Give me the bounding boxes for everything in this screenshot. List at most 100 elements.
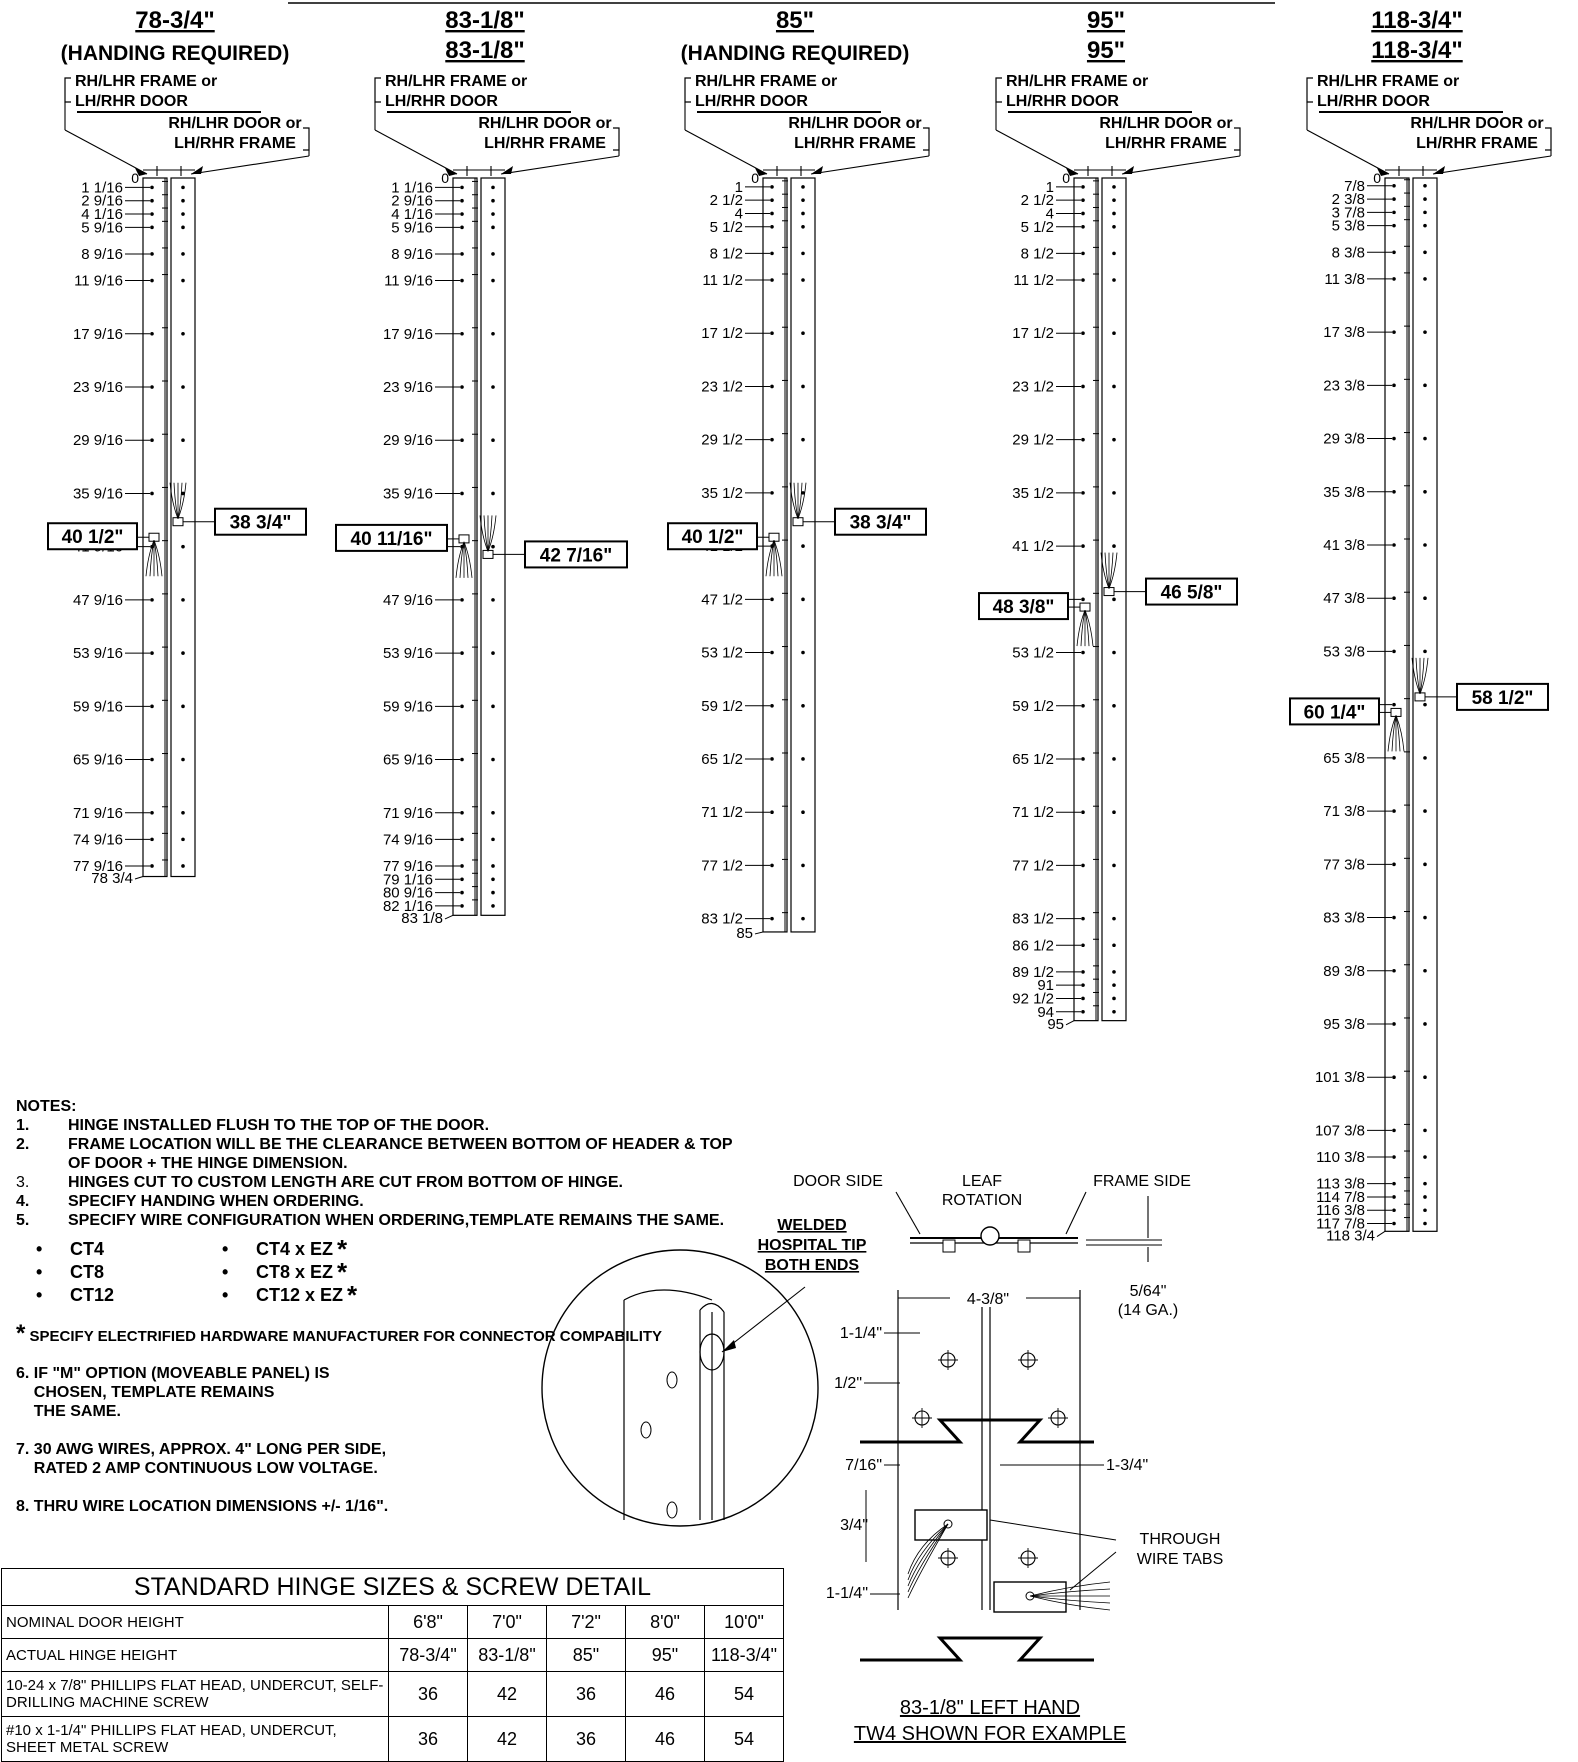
screw-hole — [1392, 543, 1396, 547]
note-number: 5. — [16, 1212, 30, 1229]
screw-dimension: 17 1/2 — [701, 325, 743, 342]
frame-label: RH/LHR FRAME or — [1006, 73, 1148, 90]
screw-hole — [1392, 1181, 1396, 1186]
screw-hole — [801, 331, 805, 336]
screw-dimension: 7/8 — [1344, 178, 1365, 195]
asterisk-icon: * — [337, 1257, 348, 1287]
screw-hole — [491, 890, 495, 895]
screw-dimension: 77 1/2 — [701, 857, 743, 874]
screw-dimension: 65 9/16 — [383, 752, 433, 769]
screw-hole — [150, 704, 154, 709]
screw-hole — [150, 438, 154, 443]
screw-dimension: 5 1/2 — [1021, 219, 1054, 236]
line — [989, 1519, 1117, 1541]
screw-hole — [1423, 809, 1427, 813]
screw-dimension: 91 — [1037, 977, 1054, 994]
screw-hole — [1423, 250, 1427, 255]
screw-hole — [1081, 198, 1085, 202]
model-bullets: •CT4•CT4 x EZ*•CT8•CT8 x EZ*•CT12•CT12 x… — [36, 1236, 736, 1308]
screw-dimension: 5 3/8 — [1332, 218, 1365, 235]
screw-hole — [181, 837, 185, 842]
detail-caption-2: TW4 SHOWN FOR EXAMPLE — [854, 1723, 1126, 1745]
screw-hole — [1112, 544, 1116, 548]
table-cell: 46 — [625, 1671, 705, 1717]
screw-hole — [181, 331, 185, 336]
screw-dimension: 1 1/16 — [81, 179, 123, 196]
screw-hole — [801, 544, 805, 548]
screw-dimension: 53 9/16 — [73, 645, 123, 662]
table-cell: 54 — [704, 1671, 784, 1717]
screw-dimension: 29 3/8 — [1323, 431, 1365, 448]
screw-hole — [1392, 383, 1396, 388]
screw-hole — [150, 598, 154, 602]
door-label: RH/LHR DOOR or — [168, 115, 301, 132]
screw-dimension: 11 1/2 — [702, 272, 743, 289]
table-cell: 54 — [704, 1716, 784, 1762]
screw-hole — [150, 278, 154, 283]
screw-hole — [1112, 916, 1116, 921]
screw-hole — [181, 491, 185, 496]
frame-label: RH/LHR FRAME or — [385, 73, 527, 90]
screw-hole — [1081, 437, 1085, 442]
line — [190, 155, 310, 175]
screw-dimension: 74 9/16 — [73, 831, 123, 848]
screw-hole — [491, 704, 495, 709]
screw-dimension: 83 3/8 — [1323, 910, 1365, 927]
screw-hole — [181, 212, 185, 216]
screw-hole — [1423, 543, 1427, 547]
screw-dimension: 4 — [735, 205, 743, 222]
line — [721, 1286, 806, 1353]
screw-dimension: 59 1/2 — [701, 698, 743, 715]
screw-hole — [181, 278, 185, 283]
screw-dimension: 29 1/2 — [701, 432, 743, 449]
model-name-ez: CT4 x EZ — [256, 1239, 334, 1259]
screw-dimension: 65 9/16 — [73, 752, 123, 769]
screw-hole — [491, 225, 495, 230]
note-number: 4. — [16, 1193, 30, 1210]
bottom-dimension: 95 — [1047, 1016, 1064, 1033]
screw-dimension: 4 1/16 — [81, 206, 123, 223]
top-zero-label: 0 — [441, 170, 449, 186]
frame-side-label: FRAME SIDE — [1093, 1173, 1191, 1190]
line — [995, 129, 1079, 175]
screw-dimension: 77 1/2 — [1012, 857, 1054, 874]
dim-1-1-4: 1-1/4" — [840, 1325, 882, 1342]
hinge-column-78-3-4: 78-3/4"(HANDING REQUIRED)RH/LHR FRAME or… — [47, 7, 310, 887]
screw-hole — [1392, 223, 1396, 228]
screw-hole — [1392, 1022, 1396, 1026]
table-cell: 78-3/4" — [388, 1638, 468, 1672]
dim-7-16: 7/16" — [845, 1457, 882, 1474]
screw-dimension: 95 3/8 — [1323, 1016, 1365, 1033]
screw-dimension: 4 1/16 — [391, 206, 433, 223]
dim-1-2: 1/2" — [834, 1375, 862, 1392]
screw-hole — [801, 650, 805, 655]
screw-hole — [1423, 330, 1427, 334]
table-cell: 95" — [625, 1638, 705, 1672]
screw-hole — [491, 331, 495, 336]
screw-hole — [1112, 1009, 1116, 1014]
note-item: 2.FRAME LOCATION WILL BE THE CLEARANCE B… — [16, 1135, 736, 1173]
screw-hole — [801, 224, 805, 229]
hinge-leaf-frame — [1412, 177, 1438, 1232]
screw-hole — [1392, 862, 1396, 867]
screw-dimension: 59 9/16 — [383, 698, 433, 715]
screw-hole — [1392, 915, 1396, 920]
screw-dimension: 1 — [735, 179, 743, 196]
screw-hole — [1392, 809, 1396, 813]
screw-dimension: 17 3/8 — [1323, 324, 1365, 341]
door-label: RH/LHR DOOR or — [788, 115, 921, 132]
screw-hole — [150, 385, 154, 389]
screw-hole — [770, 491, 774, 495]
screw-hole — [1112, 384, 1116, 389]
screw-dimension: 23 3/8 — [1323, 377, 1365, 394]
screw-dimension: 41 1/2 — [1012, 538, 1054, 555]
screw-hole — [491, 198, 495, 203]
screw-hole — [1423, 1128, 1427, 1133]
wire-right-box — [214, 507, 307, 536]
screw-hole — [181, 704, 185, 709]
screw-dimension: 59 1/2 — [1012, 698, 1054, 715]
door-label: RH/LHR DOOR or — [1410, 115, 1543, 132]
screw-hole — [460, 837, 464, 842]
